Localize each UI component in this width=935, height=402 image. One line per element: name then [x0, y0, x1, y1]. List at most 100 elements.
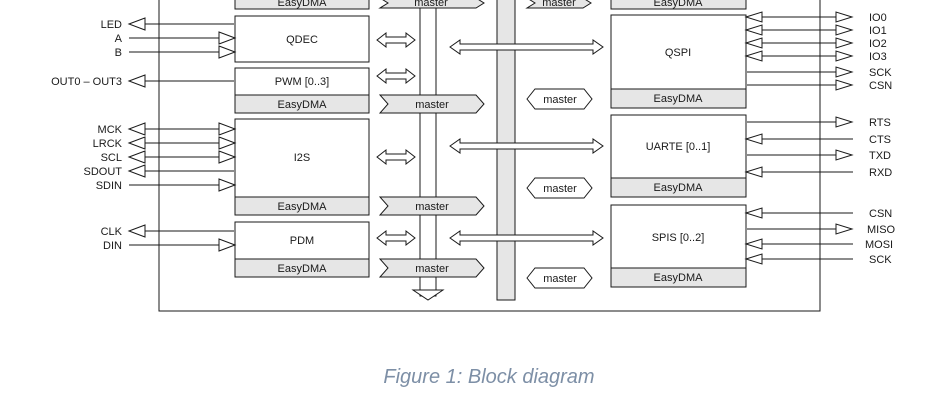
sig-b-label: B: [115, 47, 122, 59]
sig-qspi-sck-arrow: [835, 66, 854, 78]
qspi-block: [610, 14, 747, 90]
sig-sdin-label: SDIN: [96, 180, 122, 192]
pwm-easydma-label: EasyDMA: [278, 99, 328, 111]
sig-mosi-label: MOSI: [865, 239, 893, 251]
master-right-qspi-label: master: [543, 94, 577, 106]
master-left-pdm-shape: [378, 258, 485, 278]
easydma-top-left-label: EasyDMA: [278, 0, 328, 9]
i2s-easydma-box: [234, 196, 370, 216]
pwm-easydma-box: [234, 94, 370, 114]
qspi-label: QSPI: [665, 47, 691, 59]
bus-arrow-pwm: [376, 67, 416, 85]
sig-clk-label: CLK: [101, 226, 123, 238]
spis-block: [610, 204, 747, 269]
spis-easydma-label: EasyDMA: [654, 272, 704, 284]
master-right-spis-shape: [526, 267, 593, 289]
sig-scl-label: SCL: [101, 152, 122, 164]
master-right-qspi-shape: [526, 88, 593, 110]
sig-out-arrow: [127, 74, 146, 88]
qspi-easydma-label: EasyDMA: [654, 93, 704, 105]
pdm-label: PDM: [290, 235, 314, 247]
pdm-easydma-box: [234, 258, 370, 278]
sig-rts-label: RTS: [869, 117, 891, 129]
sig-clk-arrow: [127, 224, 146, 238]
sig-cts-label: CTS: [869, 134, 891, 146]
figure-caption: Figure 1: Block diagram: [383, 366, 594, 388]
sig-cts-arrow: [744, 133, 763, 145]
sig-spis-sck-label: SCK: [869, 254, 892, 266]
sig-io3-label: IO3: [869, 51, 887, 63]
sig-io1-arrow-right: [835, 24, 854, 36]
sig-io2-arrow-right: [835, 37, 854, 49]
spis-label: SPIS [0..2]: [652, 232, 705, 244]
spis-easydma-box: [610, 267, 747, 288]
bus-arrow-i2s: [376, 148, 416, 166]
sig-txd-arrow: [835, 149, 854, 161]
sig-led-arrow: [127, 17, 146, 31]
sig-scl-arrow-left: [127, 150, 146, 164]
sig-io2-label: IO2: [869, 38, 887, 50]
sig-lrck-label: LRCK: [93, 138, 123, 150]
sig-led-label: LED: [101, 19, 122, 31]
sig-spis-csn-label: CSN: [869, 208, 892, 220]
i2s-label: I2S: [294, 152, 311, 164]
sig-io1-arrow-left: [744, 24, 763, 36]
sig-io2-arrow-left: [744, 37, 763, 49]
sig-rxd-arrow: [744, 166, 763, 178]
sig-io1-label: IO1: [869, 25, 887, 37]
sig-sdin-arrow: [218, 178, 237, 192]
sig-spis-sck-arrow: [744, 253, 763, 265]
sig-a-arrow: [218, 31, 237, 45]
master-left-pwm-label: master: [415, 99, 449, 111]
sig-din-label: DIN: [103, 240, 122, 252]
sig-lrck-arrow-left: [127, 136, 146, 150]
uarte-label: UARTE [0..1]: [646, 141, 711, 153]
easydma-top-right-box: [610, 0, 747, 10]
master-right-top-label: master: [542, 0, 576, 9]
bus-arrow-qdec: [376, 31, 416, 49]
sig-qspi-sck-label: SCK: [869, 67, 892, 79]
i2s-easydma-label: EasyDMA: [278, 201, 328, 213]
pdm-block: [234, 221, 370, 260]
bus-arrow-long-3: [449, 230, 604, 246]
sig-din-arrow: [218, 238, 237, 252]
easydma-top-left-box: [234, 0, 370, 10]
qdec-block: [234, 15, 370, 63]
sig-rxd-label: RXD: [869, 167, 892, 179]
sig-rts-arrow: [835, 116, 854, 128]
sig-sdout-label: SDOUT: [84, 166, 123, 178]
sig-txd-label: TXD: [869, 150, 891, 162]
sig-mck-arrow-right: [218, 122, 237, 136]
sig-mck-arrow-left: [127, 122, 146, 136]
master-right-uarte-shape: [526, 177, 593, 199]
uarte-easydma-label: EasyDMA: [654, 182, 704, 194]
sig-sdout-arrow: [127, 164, 146, 178]
pwm-label: PWM [0..3]: [275, 76, 329, 88]
bus-arrow-long-1: [449, 39, 604, 55]
sig-a-label: A: [115, 33, 123, 45]
sig-io3-arrow-right: [835, 50, 854, 62]
sig-spis-csn-arrow: [744, 207, 763, 219]
master-left-top-shape: [378, 0, 485, 9]
sig-io3-arrow-left: [744, 50, 763, 62]
uarte-easydma-box: [610, 177, 747, 198]
master-left-pdm-label: master: [415, 263, 449, 275]
pdm-easydma-label: EasyDMA: [278, 263, 328, 275]
sig-miso-arrow: [835, 223, 854, 235]
sig-lrck-arrow-right: [218, 136, 237, 150]
bus-arrow-long-2: [449, 138, 604, 154]
master-left-i2s-label: master: [415, 201, 449, 213]
sig-io0-arrow-left: [744, 11, 763, 23]
master-right-top-shape: [525, 0, 592, 9]
master-right-uarte-label: master: [543, 183, 577, 195]
master-right-spis-label: master: [543, 273, 577, 285]
bus-arrow-pdm: [376, 229, 416, 247]
sig-b-arrow: [218, 45, 237, 59]
easydma-top-right-label: EasyDMA: [654, 0, 704, 9]
master-left-top-label: master: [414, 0, 448, 9]
sig-out-label: OUT0 – OUT3: [51, 76, 122, 88]
sig-io0-label: IO0: [869, 12, 887, 24]
sig-miso-label: MISO: [867, 224, 896, 236]
master-left-i2s-shape: [378, 196, 485, 216]
qdec-label: QDEC: [286, 34, 318, 46]
